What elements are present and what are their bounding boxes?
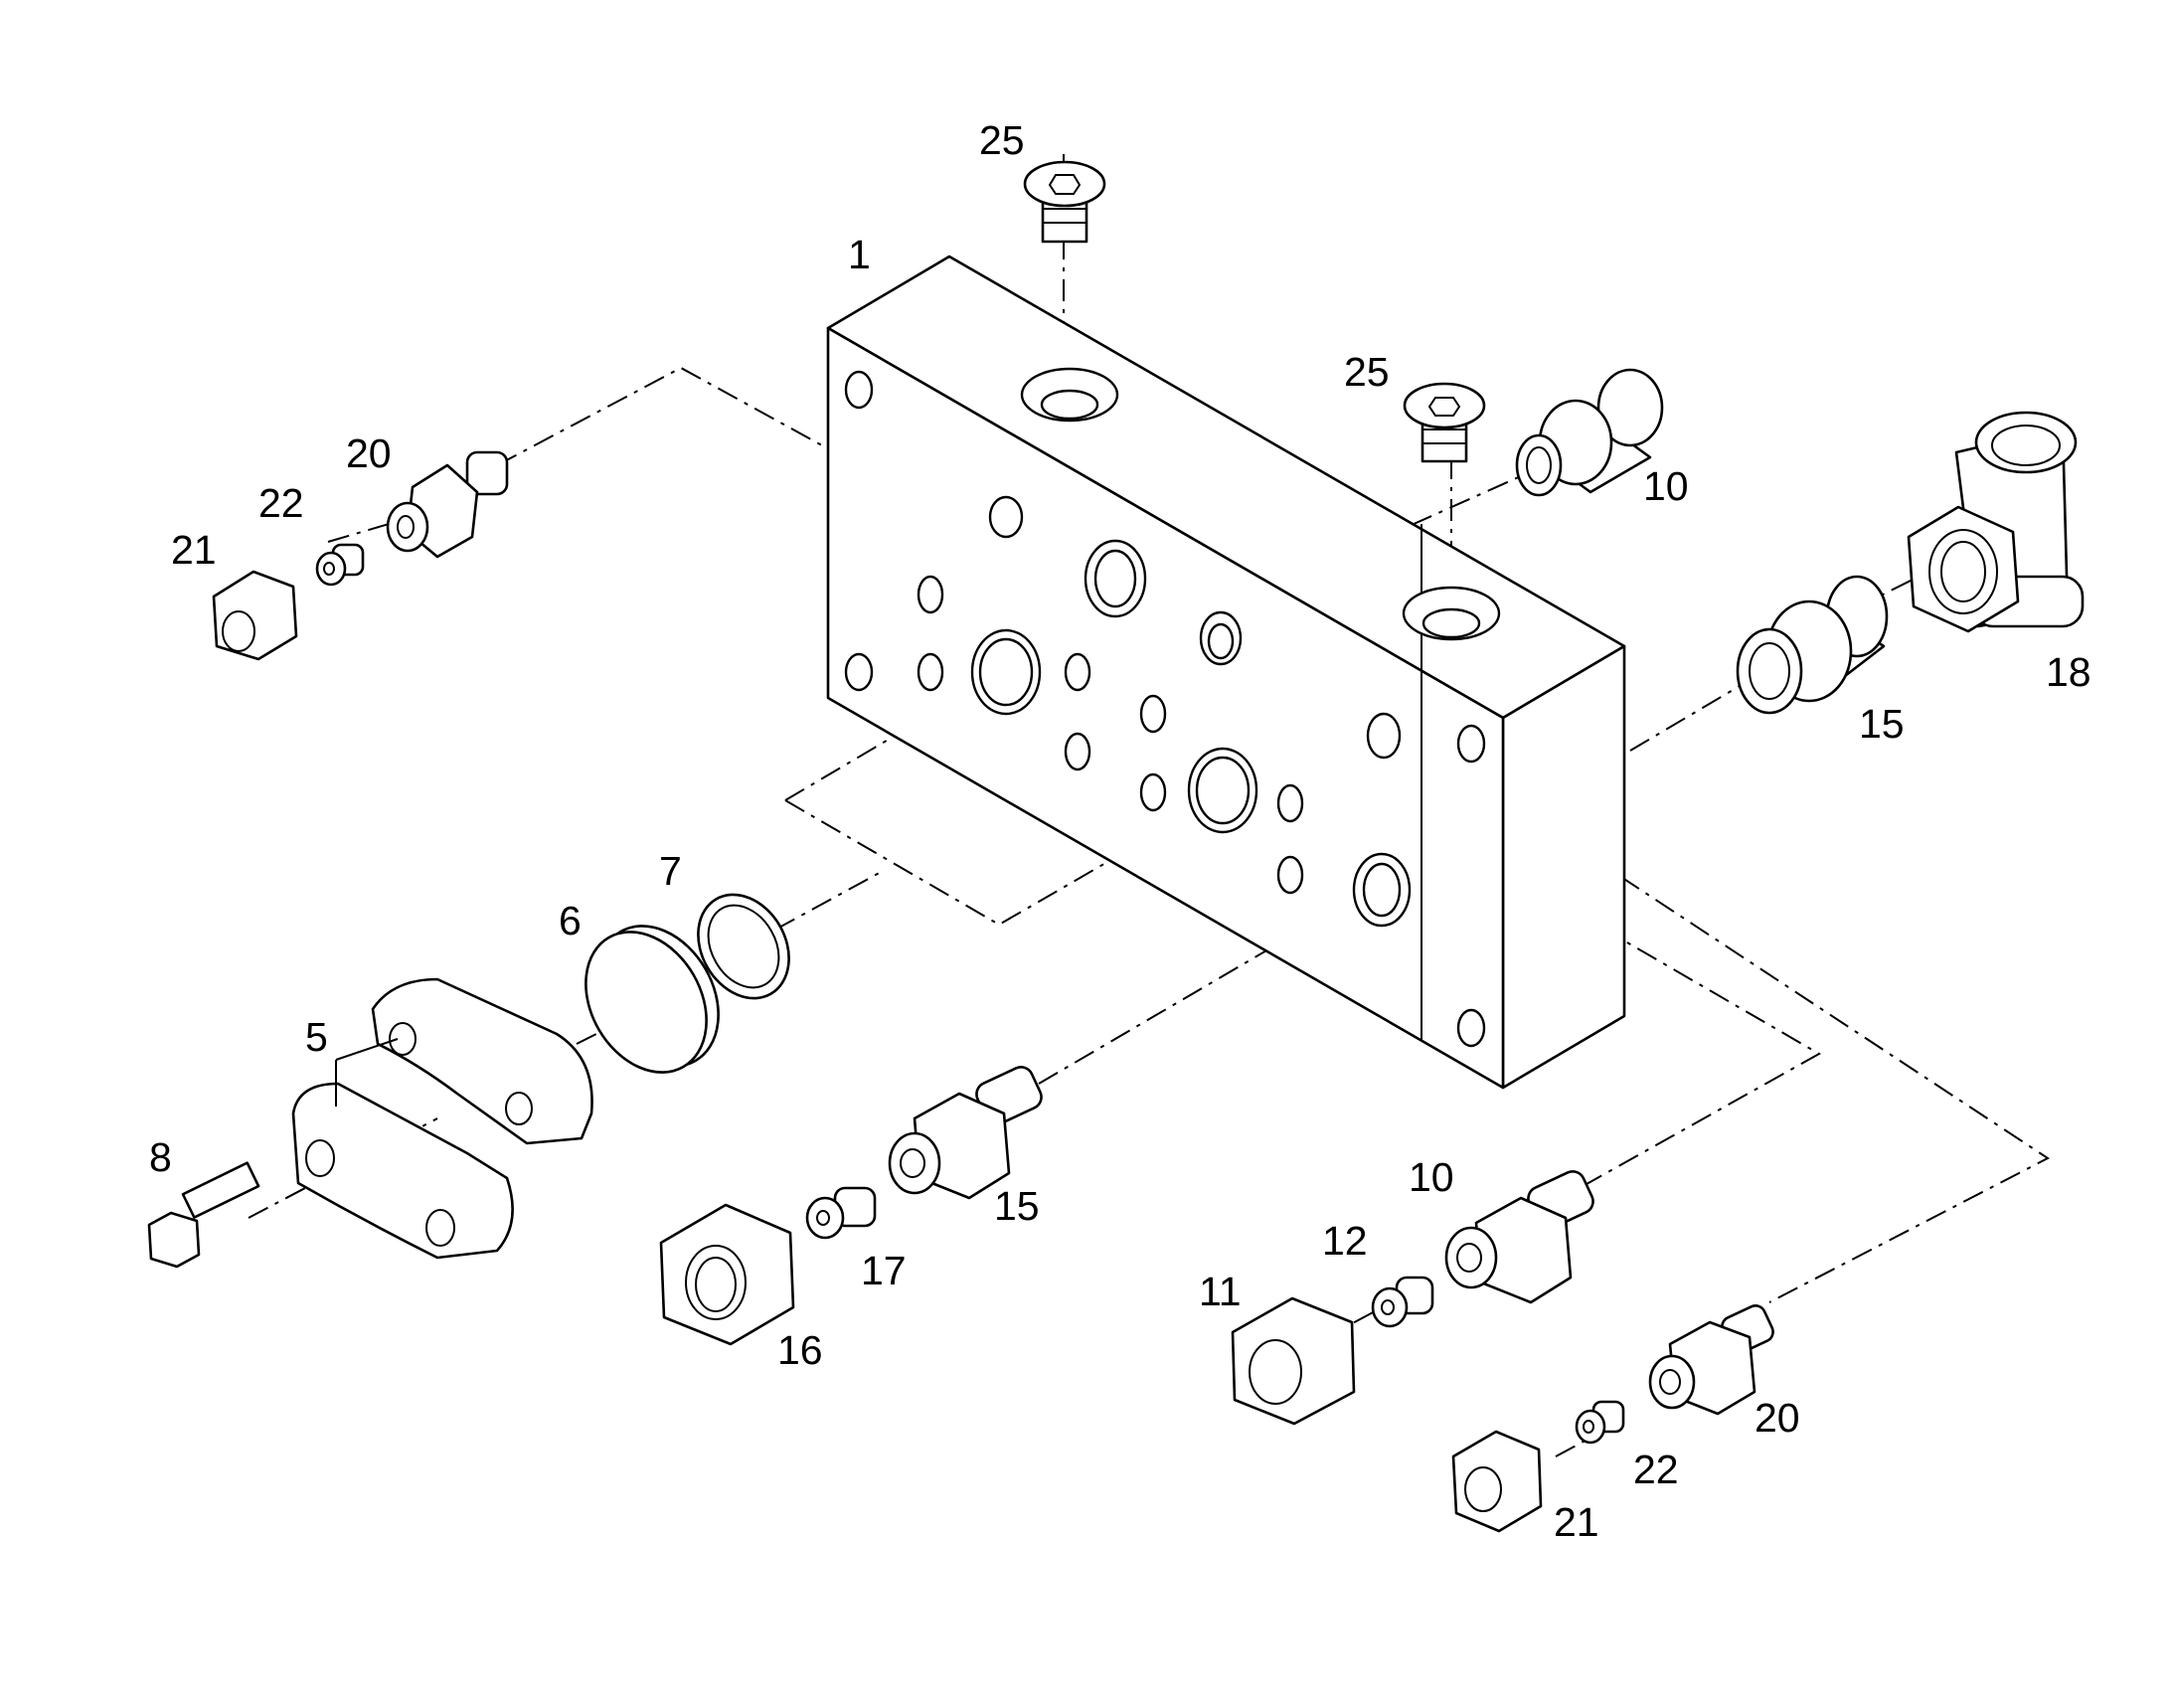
label-15-lower: 15 [994, 1183, 1040, 1229]
label-17: 17 [861, 1248, 907, 1293]
flange-half-5-lower [291, 1082, 514, 1260]
fitting-10-upper [1515, 368, 1664, 497]
label-8: 8 [149, 1134, 172, 1180]
seal-ring-7 [697, 893, 790, 1000]
label-15-right: 15 [1859, 701, 1905, 747]
label-20-lower: 20 [1755, 1395, 1800, 1441]
label-10-upper: 10 [1643, 463, 1689, 509]
label-22-upper: 22 [258, 480, 304, 526]
fitting-20-upper [386, 450, 509, 559]
bolt-8 [147, 1161, 260, 1269]
label-1: 1 [848, 232, 871, 277]
cover-plate-6 [585, 925, 720, 1074]
fitting-10-lower [1444, 1170, 1594, 1304]
label-10-lower: 10 [1409, 1154, 1454, 1200]
tee-fitting-18 [1907, 411, 2085, 633]
insert-12 [1371, 1276, 1434, 1328]
label-18: 18 [2046, 649, 2091, 695]
label-20-upper: 20 [346, 430, 392, 476]
fitting-15-right [1736, 575, 1889, 715]
label-25-top: 25 [979, 117, 1025, 163]
label-25-mid: 25 [1344, 349, 1390, 395]
nut-11 [1231, 1296, 1356, 1426]
nut-21-lower [1451, 1430, 1543, 1533]
insert-22-lower [1575, 1400, 1625, 1445]
label-11: 11 [1199, 1269, 1242, 1314]
manifold-block [826, 255, 1626, 1090]
part-labels: 25 1 25 10 20 22 21 18 15 7 6 5 8 15 17 … [149, 117, 2091, 1545]
nut-21-upper [212, 570, 298, 661]
label-21-lower: 21 [1554, 1499, 1599, 1545]
label-16: 16 [777, 1327, 823, 1373]
insert-22-upper [315, 543, 365, 587]
label-22-lower: 22 [1633, 1447, 1679, 1492]
label-6: 6 [559, 898, 582, 943]
insert-17 [805, 1186, 877, 1240]
plug-top [1023, 160, 1106, 244]
label-12: 12 [1322, 1218, 1368, 1264]
label-5-leaders [335, 1038, 399, 1107]
label-7: 7 [659, 848, 682, 894]
fitting-15-lower [888, 1066, 1043, 1200]
nut-16 [659, 1203, 795, 1346]
label-21-upper: 21 [171, 527, 217, 573]
fitting-20-lower [1648, 1304, 1774, 1416]
plug-mid [1403, 382, 1486, 463]
flange-half-5-upper [371, 977, 593, 1145]
label-5: 5 [305, 1014, 328, 1060]
